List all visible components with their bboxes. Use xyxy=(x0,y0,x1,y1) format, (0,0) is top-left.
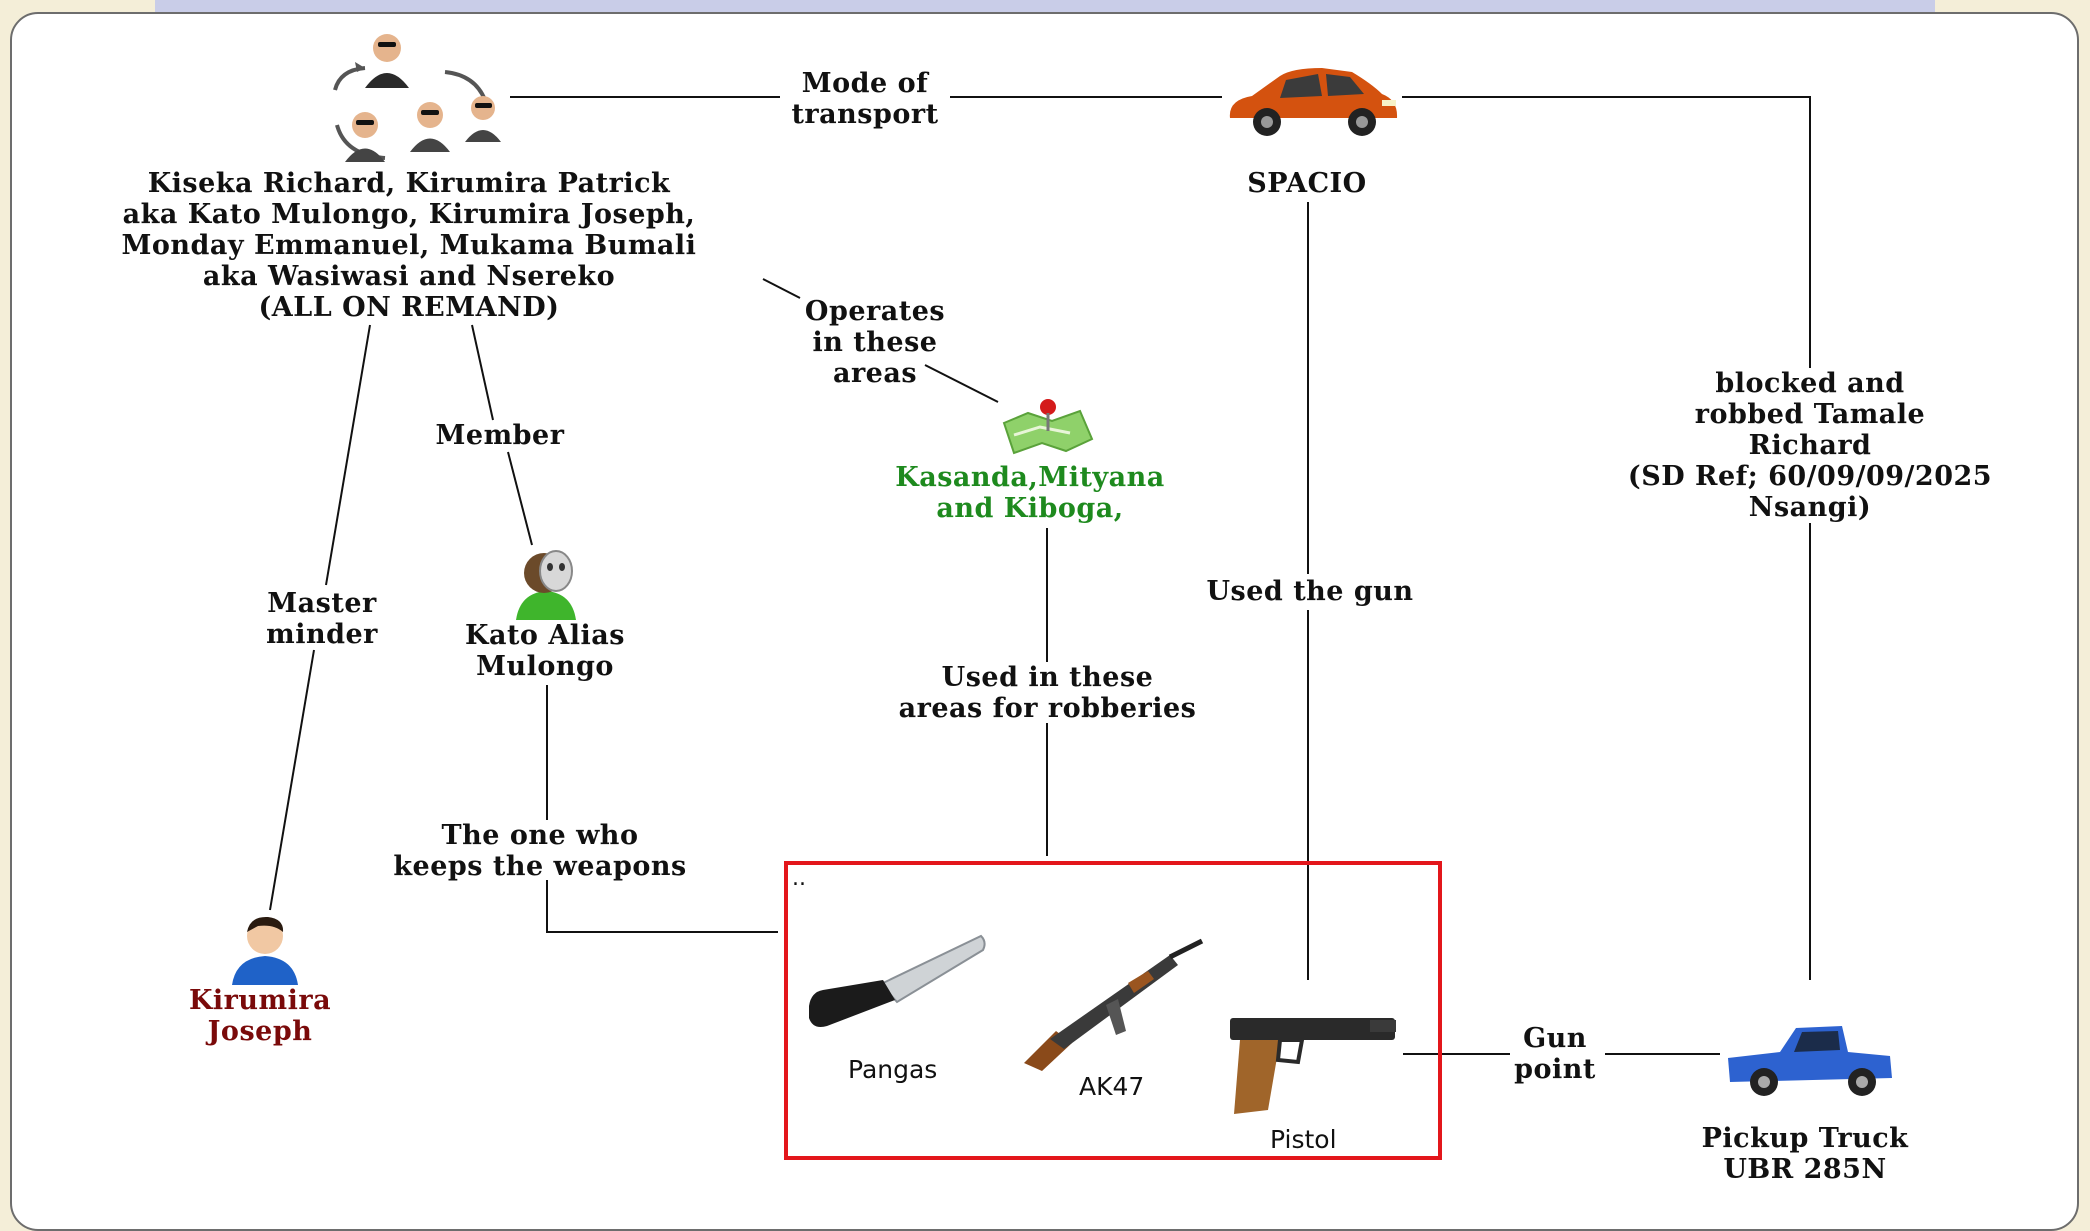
edge-member-a xyxy=(471,324,494,421)
edge-car-truck xyxy=(1402,96,1811,372)
edge-suspects-areas-b xyxy=(924,364,999,403)
map-pin-icon xyxy=(1002,399,1094,455)
edge-label-used-the-gun: Used the gun xyxy=(1206,576,1414,607)
node-truck-label: Pickup Truck UBR 285N xyxy=(1701,1123,1909,1185)
edge-label-mode-of-transport: Mode of transport xyxy=(791,68,939,130)
edge-kato-weapons-b xyxy=(546,880,778,933)
edge-label-used-in-areas: Used in these areas for robberies xyxy=(898,662,1197,724)
weapons-box xyxy=(784,861,1442,1160)
top-banner-strip xyxy=(155,0,1935,12)
node-kato-label: Kato Alias Mulongo xyxy=(465,620,625,682)
group-suspects-icon xyxy=(333,34,501,162)
node-car-label: SPACIO xyxy=(1247,168,1367,199)
edge-master-a xyxy=(325,324,371,586)
node-suspects-label: Kiseka Richard, Kirumira Patrick aka Kat… xyxy=(121,168,697,323)
masked-person-icon xyxy=(516,550,576,620)
rifle-icon xyxy=(1024,938,1204,1071)
edge-label-blocked-robbed: blocked and robbed Tamale Richard (SD Re… xyxy=(1585,368,2035,523)
diagram-panel xyxy=(10,12,2079,1231)
person-icon xyxy=(232,916,298,985)
edge-label-gun-point: Gun point xyxy=(1514,1023,1596,1085)
edge-member-b xyxy=(507,451,533,546)
edge-master-b xyxy=(269,649,315,911)
weapon-label-pistol: Pistol xyxy=(1270,1125,1337,1154)
edge-suspects-areas-a xyxy=(762,278,801,299)
car-icon xyxy=(1229,68,1398,136)
weapon-label-pangas: Pangas xyxy=(848,1055,938,1084)
weapon-label-ak47: AK47 xyxy=(1079,1072,1145,1101)
pistol-icon xyxy=(1230,1018,1396,1114)
knife-icon xyxy=(809,934,986,1027)
weapons-box-marker: .. xyxy=(792,866,806,891)
truck-icon xyxy=(1728,1026,1892,1096)
edge-label-operates: Operates in these areas xyxy=(804,296,946,389)
edge-label-keeps-weapons: The one who keeps the weapons xyxy=(393,820,687,882)
node-kirumira-label: Kirumira Joseph xyxy=(188,985,332,1047)
edge-label-master-minder: Master minder xyxy=(266,588,378,650)
node-areas-label: Kasanda,Mityana and Kiboga, xyxy=(895,462,1165,524)
edge-label-member: Member xyxy=(435,420,565,451)
